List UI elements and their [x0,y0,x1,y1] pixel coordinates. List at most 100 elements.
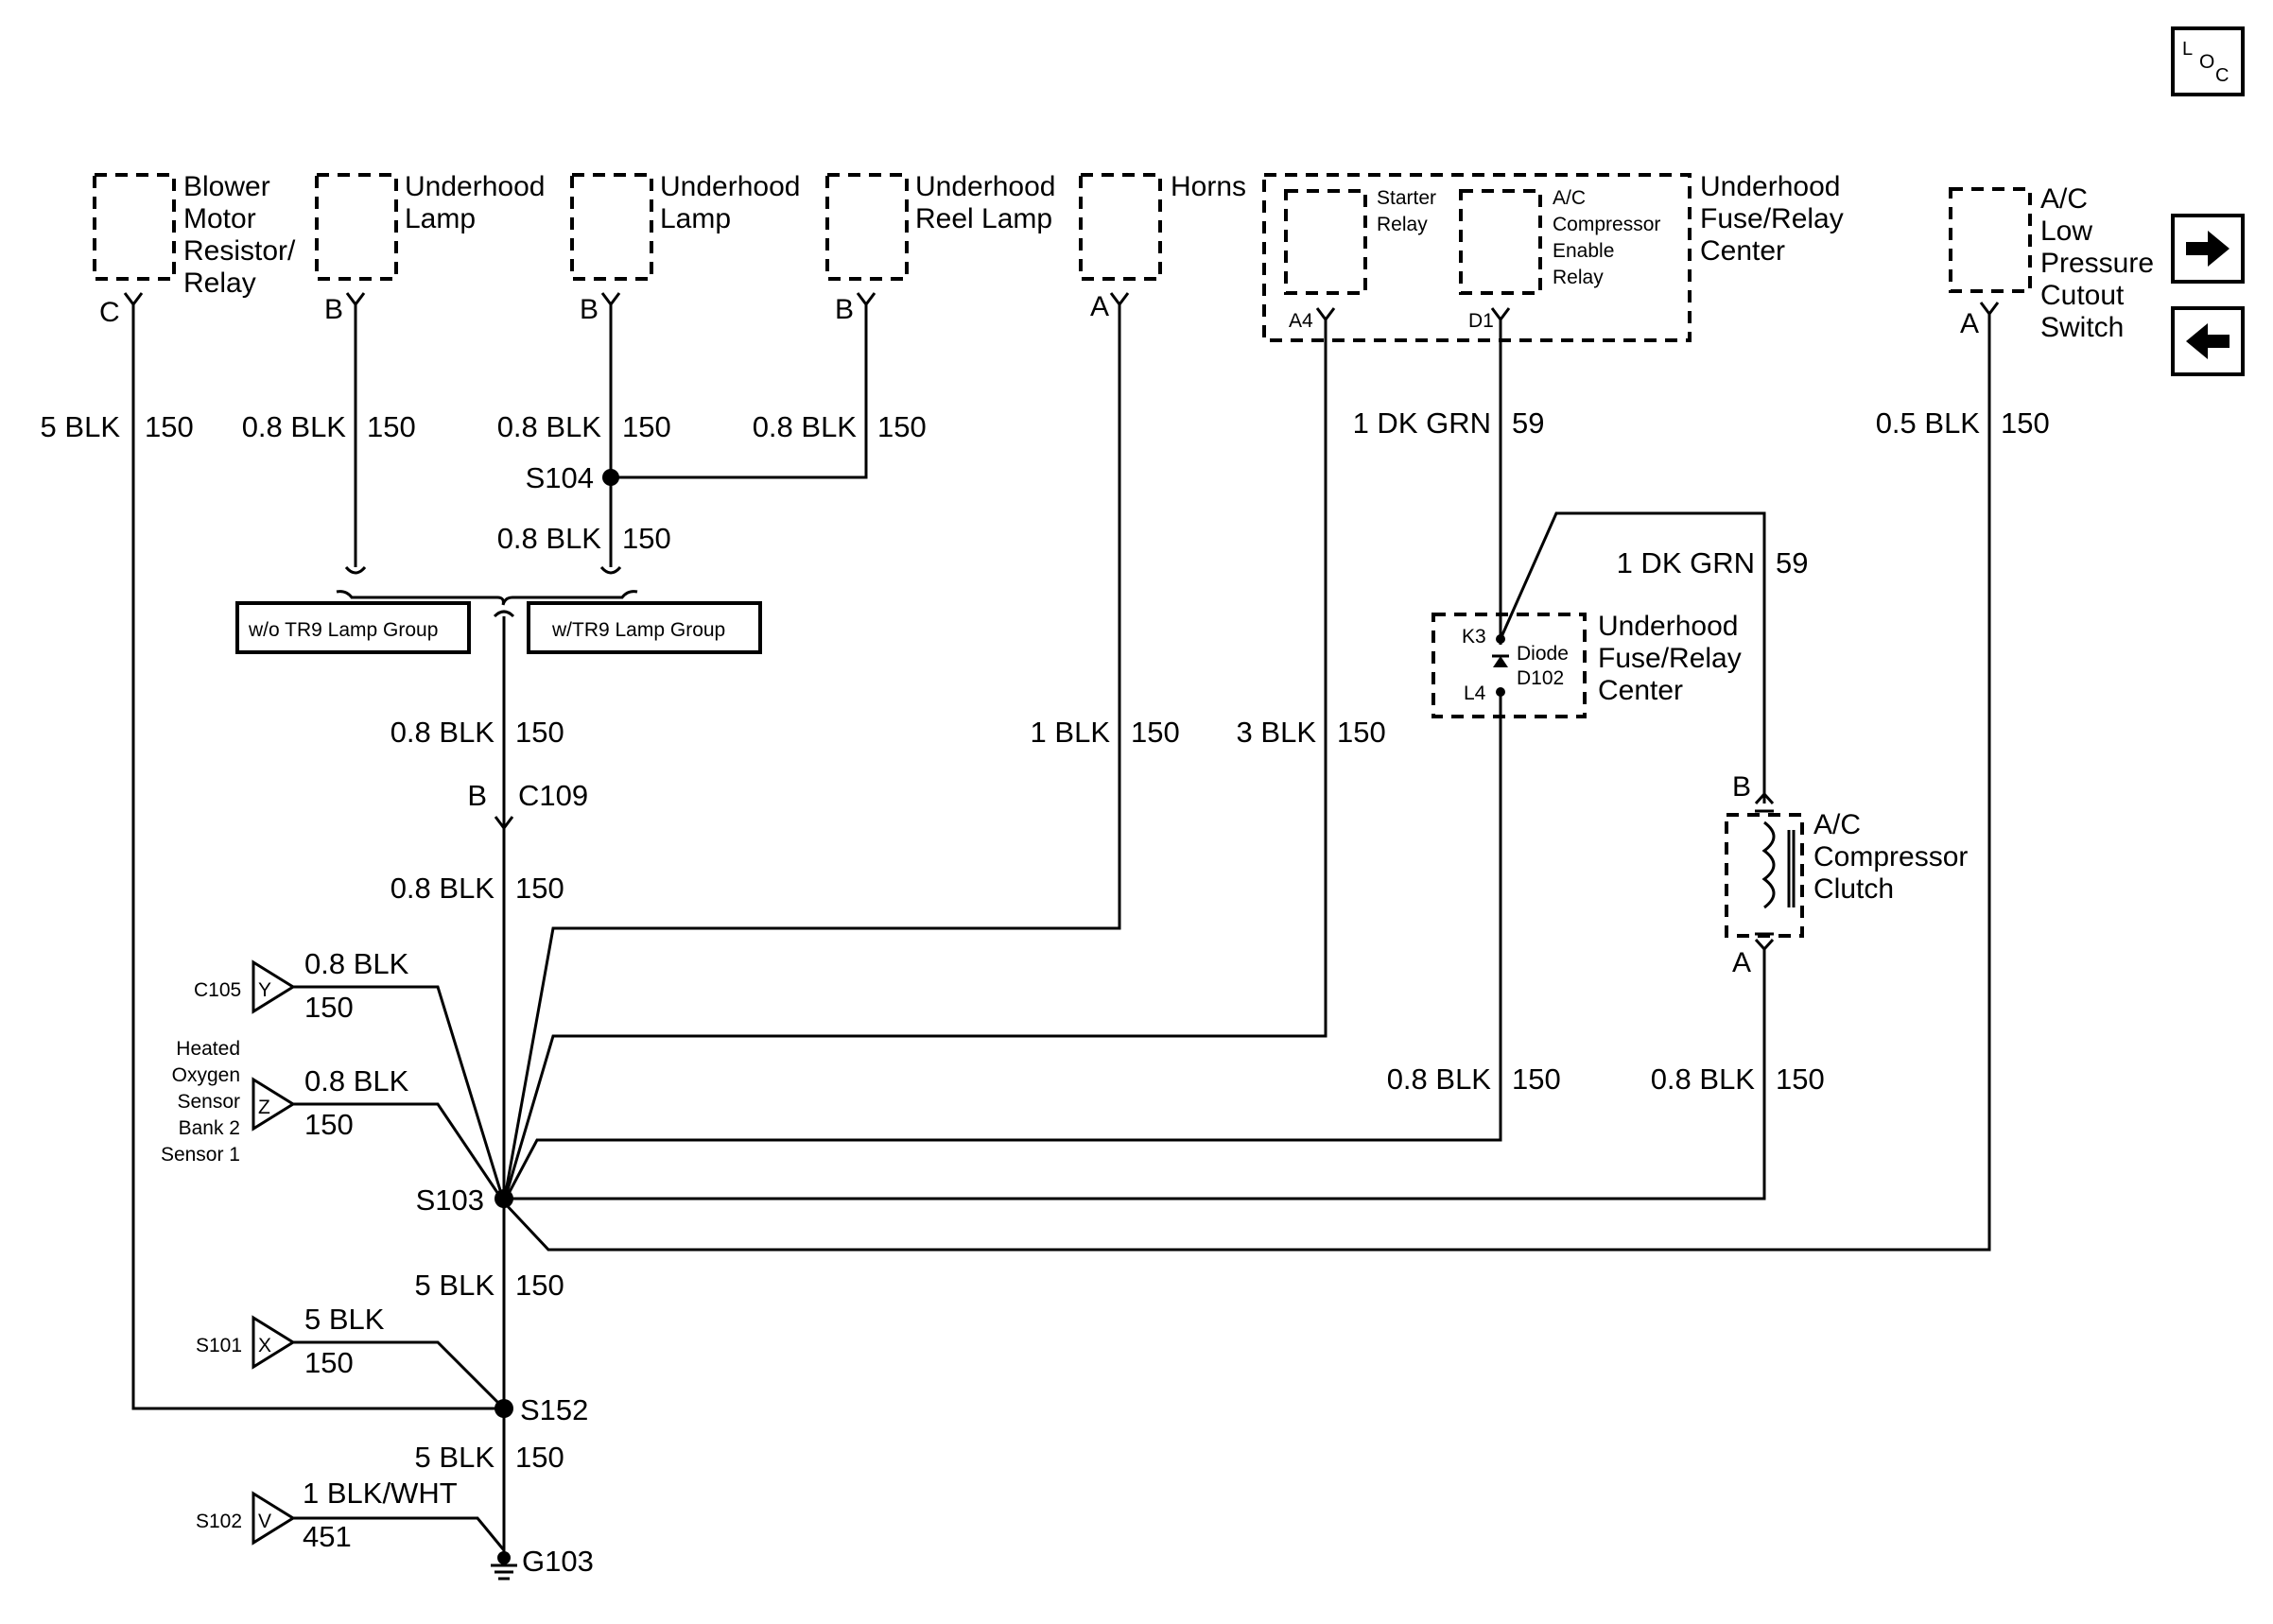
s102-connector-icon [252,1491,296,1546]
fuse-relay-center-mid-box [1431,613,1587,718]
pin-marker [1754,791,1775,805]
coil-icon [1761,821,1776,909]
wire-l4 [502,690,1502,1203]
underhood-lamp-2-box [570,173,653,281]
fuse-relay-center-top-label: Underhood Fuse/Relay Center [1700,171,1844,267]
back-button[interactable] [2171,306,2245,376]
svg-text:A/C: A/C [2040,183,2088,215]
svg-text:Center: Center [1598,675,1683,706]
horns-label: Horns [1171,171,1246,202]
without-tr9-option: w/o TR9 Lamp Group [235,601,471,654]
svg-text:D102: D102 [1517,667,1564,689]
svg-text:Relay: Relay [1553,267,1604,288]
svg-text:w/o TR9 Lamp Group: w/o TR9 Lamp Group [248,619,438,641]
c105-label: C105 [194,979,241,1001]
pin-marker [1979,302,2000,321]
svg-text:0.8 BLK: 0.8 BLK [390,872,495,905]
s104-splice [602,469,619,486]
svg-text:Underhood: Underhood [1700,171,1840,202]
svg-text:0.8 BLK: 0.8 BLK [497,410,602,443]
arrow-right-icon [2186,231,2230,267]
wire-starter [502,327,1327,1203]
pin-label: A [1960,308,1979,339]
pin-label: X [258,1335,271,1356]
svg-text:Fuse/Relay: Fuse/Relay [1700,203,1844,234]
heated-o2-label: Heated Oxygen Sensor Bank 2 Sensor 1 [161,1038,240,1166]
svg-text:A/C: A/C [1813,809,1861,840]
svg-text:0.8 BLK: 0.8 BLK [1387,1063,1492,1096]
svg-text:150: 150 [304,1108,354,1141]
svg-text:5 BLK: 5 BLK [415,1441,495,1474]
wire-c105 [293,985,506,1203]
pin-marker [123,292,144,312]
forward-button[interactable] [2171,214,2245,284]
svg-text:1 DK GRN: 1 DK GRN [1353,406,1491,440]
pin-label: A4 [1289,310,1313,332]
horns-box [1079,173,1162,281]
svg-text:w/TR9 Lamp Group: w/TR9 Lamp Group [551,619,725,641]
wire-break [599,565,622,575]
s103-label: S103 [416,1183,484,1217]
svg-text:Pressure: Pressure [2040,248,2154,279]
pin-label: V [258,1511,271,1532]
svg-text:150: 150 [367,410,416,443]
svg-text:150: 150 [145,410,194,443]
svg-text:Motor: Motor [183,203,256,234]
ac-relay-label: A/C Compressor Enable Relay [1553,187,1660,288]
diode-label: Diode D102 [1517,643,1569,689]
svg-text:Lamp: Lamp [405,203,476,234]
ac-low-pressure-switch-label: A/C Low Pressure Cutout Switch [2040,183,2154,343]
svg-text:5 BLK: 5 BLK [41,410,121,443]
pin-label: A [1090,291,1109,322]
wire-s102 [293,1516,506,1551]
starter-relay-box [1284,189,1367,295]
svg-text:150: 150 [2001,406,2050,440]
svg-text:0.8 BLK: 0.8 BLK [1651,1063,1756,1096]
s104-label: S104 [526,461,594,494]
pin-label: Z [258,1097,270,1118]
svg-text:150: 150 [877,410,927,443]
svg-text:Oxygen: Oxygen [172,1064,240,1086]
ground-label: G103 [522,1545,594,1578]
svg-text:150: 150 [515,716,564,749]
svg-text:Heated: Heated [176,1038,240,1060]
wire-blower [131,312,501,1410]
svg-text:Underhood: Underhood [1598,611,1738,642]
pin-label: B [1732,771,1751,803]
pin-label: L4 [1464,682,1486,704]
reel-lamp-label: Underhood Reel Lamp [915,171,1055,234]
svg-text:1 BLK: 1 BLK [1031,716,1111,749]
option-brace [336,590,638,606]
pin-marker [600,292,621,312]
c109-pin-label: B [467,779,487,812]
c109-connector [494,816,514,831]
pin-marker [1490,307,1511,327]
svg-text:150: 150 [1337,716,1386,749]
svg-text:150: 150 [515,1441,564,1474]
wire-break [344,565,367,575]
svg-text:Reel Lamp: Reel Lamp [915,203,1052,234]
loc-button[interactable]: L O C [2171,26,2245,96]
svg-text:59: 59 [1512,406,1544,440]
c105-connector-icon [252,959,296,1014]
loc-l-glyph: L [2182,39,2193,60]
reel-lamp-box [825,173,909,281]
ac-clutch-label: A/C Compressor Clutch [1813,809,1968,905]
svg-text:Clutch: Clutch [1813,873,1894,905]
wire-labels: 5 BLK 150 0.8 BLK 150 0.8 BLK 150 0.8 BL… [41,406,2050,1553]
ac-compressor-relay-box [1459,189,1542,295]
diode-icon [1492,654,1509,667]
heated-o2-connector-icon [252,1077,296,1132]
svg-text:59: 59 [1776,546,1808,579]
pin-label: D1 [1468,310,1494,332]
svg-text:0.8 BLK: 0.8 BLK [242,410,347,443]
wire-clutch-b [1499,511,1766,803]
svg-text:Center: Center [1700,235,1785,267]
wire-horns [502,312,1121,1203]
pin-marker [1315,307,1336,327]
pin-marker [1109,292,1130,312]
pin-label: A [1732,947,1751,978]
svg-text:Relay: Relay [183,268,256,299]
s103-splice [495,1189,513,1208]
svg-text:5 BLK: 5 BLK [415,1269,495,1302]
